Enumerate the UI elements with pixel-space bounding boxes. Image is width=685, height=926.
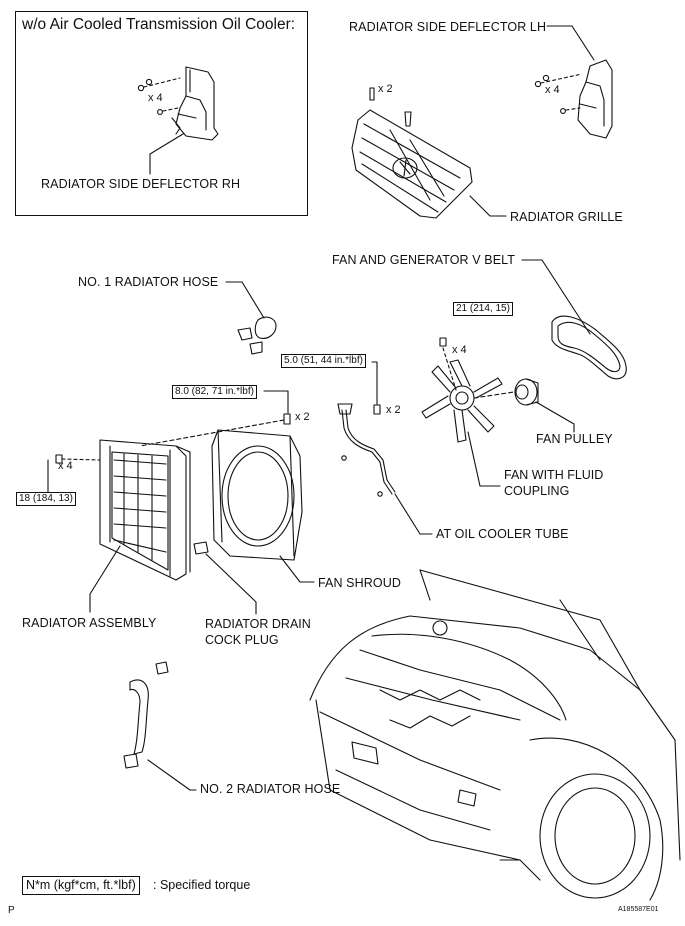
fan-pulley-part [473, 378, 539, 406]
no2-hose-leader [147, 759, 197, 791]
no1-hose-part [237, 316, 277, 355]
fan-part [421, 359, 503, 443]
label-fan-pulley: FAN PULLEY [536, 432, 613, 446]
legend-torque-text: : Specified torque [153, 878, 251, 892]
deflector-rh-bolts [137, 77, 181, 115]
label-drain-plug-2: COCK PLUG [205, 633, 279, 647]
fan-leader [467, 431, 501, 487]
deflector-rh-part [171, 66, 219, 141]
v-belt-part [551, 315, 627, 380]
deflector-lh-leader [546, 25, 595, 61]
qty-deflector-lh: x 4 [545, 84, 560, 96]
no2-hose-part [123, 661, 169, 769]
radiator-bolts [55, 454, 101, 464]
label-radiator-assembly: RADIATOR ASSEMBLY [22, 616, 157, 630]
torque-tube-bolt: 5.0 (51, 44 in.*lbf) [281, 354, 366, 368]
label-drain-plug-1: RADIATOR DRAIN [205, 617, 311, 631]
radiator-assembly-part [99, 439, 191, 581]
deflector-lh-part [577, 59, 613, 139]
oil-cooler-tube-leader [394, 493, 433, 535]
label-fan-shroud: FAN SHROUD [318, 576, 401, 590]
label-fan-fluid-2: COUPLING [504, 484, 570, 498]
label-radiator-grille: RADIATOR GRILLE [510, 210, 623, 224]
qty-radiator-bolts: x 4 [58, 460, 73, 472]
v-belt-leader [521, 259, 591, 335]
legend-torque-box: N*m (kgf*cm, ft.*lbf) [22, 876, 140, 895]
torque-radiator-bolt: 18 (184, 13) [16, 492, 76, 506]
label-deflector-lh: RADIATOR SIDE DEFLECTOR LH [349, 20, 547, 34]
fan-pulley-leader [535, 401, 575, 433]
drain-plug-part [193, 541, 209, 555]
fan-nuts [439, 337, 457, 391]
label-no2-hose: NO. 2 RADIATOR HOSE [200, 782, 341, 796]
qty-shroud-bolts: x 2 [295, 411, 310, 423]
corner-mark: P [8, 905, 15, 916]
fan-shroud-part [211, 429, 303, 561]
drain-plug-leader [205, 553, 257, 615]
grille-leader [469, 195, 507, 217]
shroud-bolts [139, 413, 291, 447]
deflector-rh-leader [149, 133, 184, 175]
vehicle-front [309, 569, 681, 901]
radiator-grille-part [351, 109, 473, 219]
shroud-bolt-callout [263, 390, 289, 414]
qty-fan-nuts: x 4 [452, 344, 467, 356]
tube-bolt-callout [371, 361, 378, 405]
no1-hose-leader [225, 281, 265, 319]
inset-title: w/o Air Cooled Transmission Oil Cooler: [22, 16, 296, 33]
radiator-assembly-leader [89, 545, 121, 613]
label-fan-fluid-1: FAN WITH FLUID [504, 468, 604, 482]
label-v-belt: FAN AND GENERATOR V BELT [332, 253, 515, 267]
deflector-lh-bolts [534, 73, 583, 114]
label-oil-cooler-tube: AT OIL COOLER TUBE [436, 527, 569, 541]
inset-frame [15, 11, 308, 216]
torque-fan-nut: 21 (214, 15) [453, 302, 513, 316]
grille-clips [369, 87, 412, 127]
label-no1-hose: NO. 1 RADIATOR HOSE [78, 275, 219, 289]
qty-tube-bolts: x 2 [386, 404, 401, 416]
oil-cooler-tube-part [337, 403, 396, 497]
qty-deflector-rh: x 4 [148, 92, 163, 104]
fan-shroud-leader [279, 555, 315, 583]
label-deflector-rh: RADIATOR SIDE DEFLECTOR RH [41, 177, 241, 191]
figure-id: A185587E01 [618, 906, 659, 913]
qty-grille-clips: x 2 [378, 83, 393, 95]
tube-bolt [373, 404, 381, 415]
torque-shroud-bolt: 8.0 (82, 71 in.*lbf) [172, 385, 257, 399]
